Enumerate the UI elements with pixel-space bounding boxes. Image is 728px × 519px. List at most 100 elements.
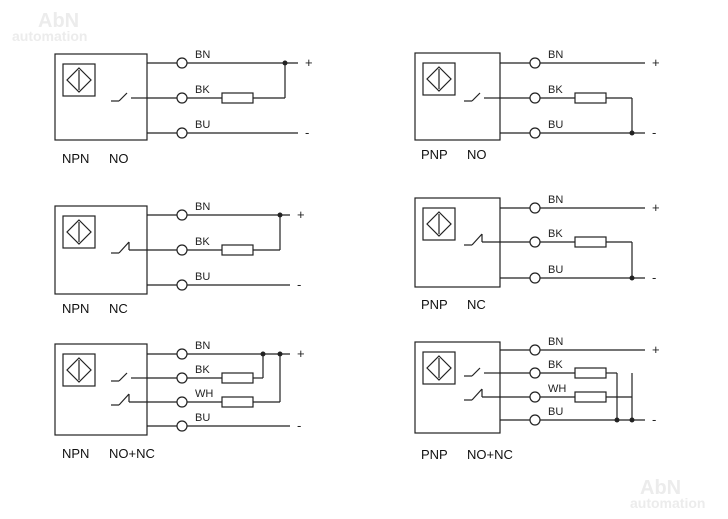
terminal-bn [176,348,188,360]
sensor-diamond-icon [66,67,92,93]
output-type-label: PNP [421,297,448,312]
terminal-bk [529,367,541,379]
terminal-bn [529,57,541,69]
wire-label-bu: BU [195,412,210,424]
junction-dot [614,417,620,423]
switch-no-blade [471,367,481,377]
watermark-sub-top: automation [12,28,87,44]
terminal-wh [176,396,188,408]
terminal-bn [529,344,541,356]
wire-label-bu: BU [548,119,563,131]
switch-no-blade [471,92,481,102]
junction-dot [282,60,288,66]
output-type-label: NPN [62,151,89,166]
watermark-sub-bottom: automation [630,495,705,511]
sensor-face-square [62,353,96,387]
junction-dot [629,275,635,281]
supply-plus-sign: + [305,55,313,70]
wire-label-bk: BK [548,359,563,371]
wire-label-bu: BU [548,406,563,418]
wire-label-bk: BK [195,236,210,248]
supply-plus-sign: + [652,342,660,357]
wire-label-bu: BU [548,264,563,276]
wire-label-bk: BK [548,84,563,96]
load-resistor [221,92,254,104]
contact-mode-label: NO+NC [109,446,155,461]
output-type-label: PNP [421,447,448,462]
wire-label-bn: BN [195,49,210,61]
wire-label-wh: WH [195,388,213,400]
load-resistor [574,391,607,403]
sensor-box [414,341,501,434]
terminal-bk [529,92,541,104]
terminal-bu [529,272,541,284]
load-resistor [221,372,254,384]
wire-label-bk: BK [195,84,210,96]
contact-mode-label: NC [467,297,486,312]
sensor-box [54,53,148,141]
sensor-face-square [62,63,96,97]
switch-nc-blade [471,388,483,401]
output-type-label: PNP [421,147,448,162]
supply-minus-sign: - [305,125,309,140]
terminal-bk [176,244,188,256]
sensor-face-square [422,207,456,241]
panels-group: BN BK BU + - NPN NO BN BK BU + - PNP NO BN BK BU + - NPN NC B… [54,49,660,462]
contact-mode-label: NO [109,151,129,166]
watermark-bottom: AbN automation [630,477,705,511]
contact-mode-label: NO [467,147,487,162]
load-resistor [574,367,607,379]
watermark-brand-top: AbN [38,10,79,32]
sensor-diamond-icon [426,66,452,92]
wire-label-bn: BN [195,340,210,352]
sensor-box [54,343,148,436]
switch-nc-blade [118,241,130,254]
contact-mode-label: NO+NC [467,447,513,462]
wire-label-bn: BN [548,49,563,61]
junction-dot [629,417,635,423]
terminal-bk [176,372,188,384]
junction-dot [277,351,283,357]
sensor-box [414,52,501,141]
terminal-bu [176,420,188,432]
junction-dot [629,130,635,136]
supply-minus-sign: - [652,125,656,140]
panel-2: BN BK BU + - PNP NO [414,49,660,162]
supply-minus-sign: - [297,277,301,292]
load-resistor [574,92,607,104]
supply-plus-sign: + [297,207,305,222]
switch-no-blade [118,92,128,102]
output-type-label: NPN [62,446,89,461]
wire-label-wh: WH [548,383,566,395]
terminal-bn [176,57,188,69]
terminal-bu [176,279,188,291]
terminal-bk [176,92,188,104]
supply-minus-sign: - [652,270,656,285]
wire-label-bk: BK [548,228,563,240]
wire-label-bn: BN [548,336,563,348]
terminal-bn [176,209,188,221]
sensor-diamond-icon [66,357,92,383]
wire-label-bn: BN [195,201,210,213]
load-resistor [221,244,254,256]
output-type-label: NPN [62,301,89,316]
terminal-bu [176,127,188,139]
sensor-face-square [422,351,456,385]
sensor-face-square [62,215,96,249]
terminal-bu [529,127,541,139]
switch-no-blade [118,372,128,382]
load-resistor [574,236,607,248]
wire-label-bn: BN [548,194,563,206]
terminal-bn [529,202,541,214]
supply-minus-sign: - [297,418,301,433]
watermark-top: AbN automation [12,10,87,44]
sensor-diamond-icon [426,211,452,237]
terminal-bk [529,236,541,248]
supply-plus-sign: + [297,346,305,361]
watermark-brand-bottom: AbN [640,477,681,499]
supply-plus-sign: + [652,55,660,70]
terminal-bu [529,414,541,426]
